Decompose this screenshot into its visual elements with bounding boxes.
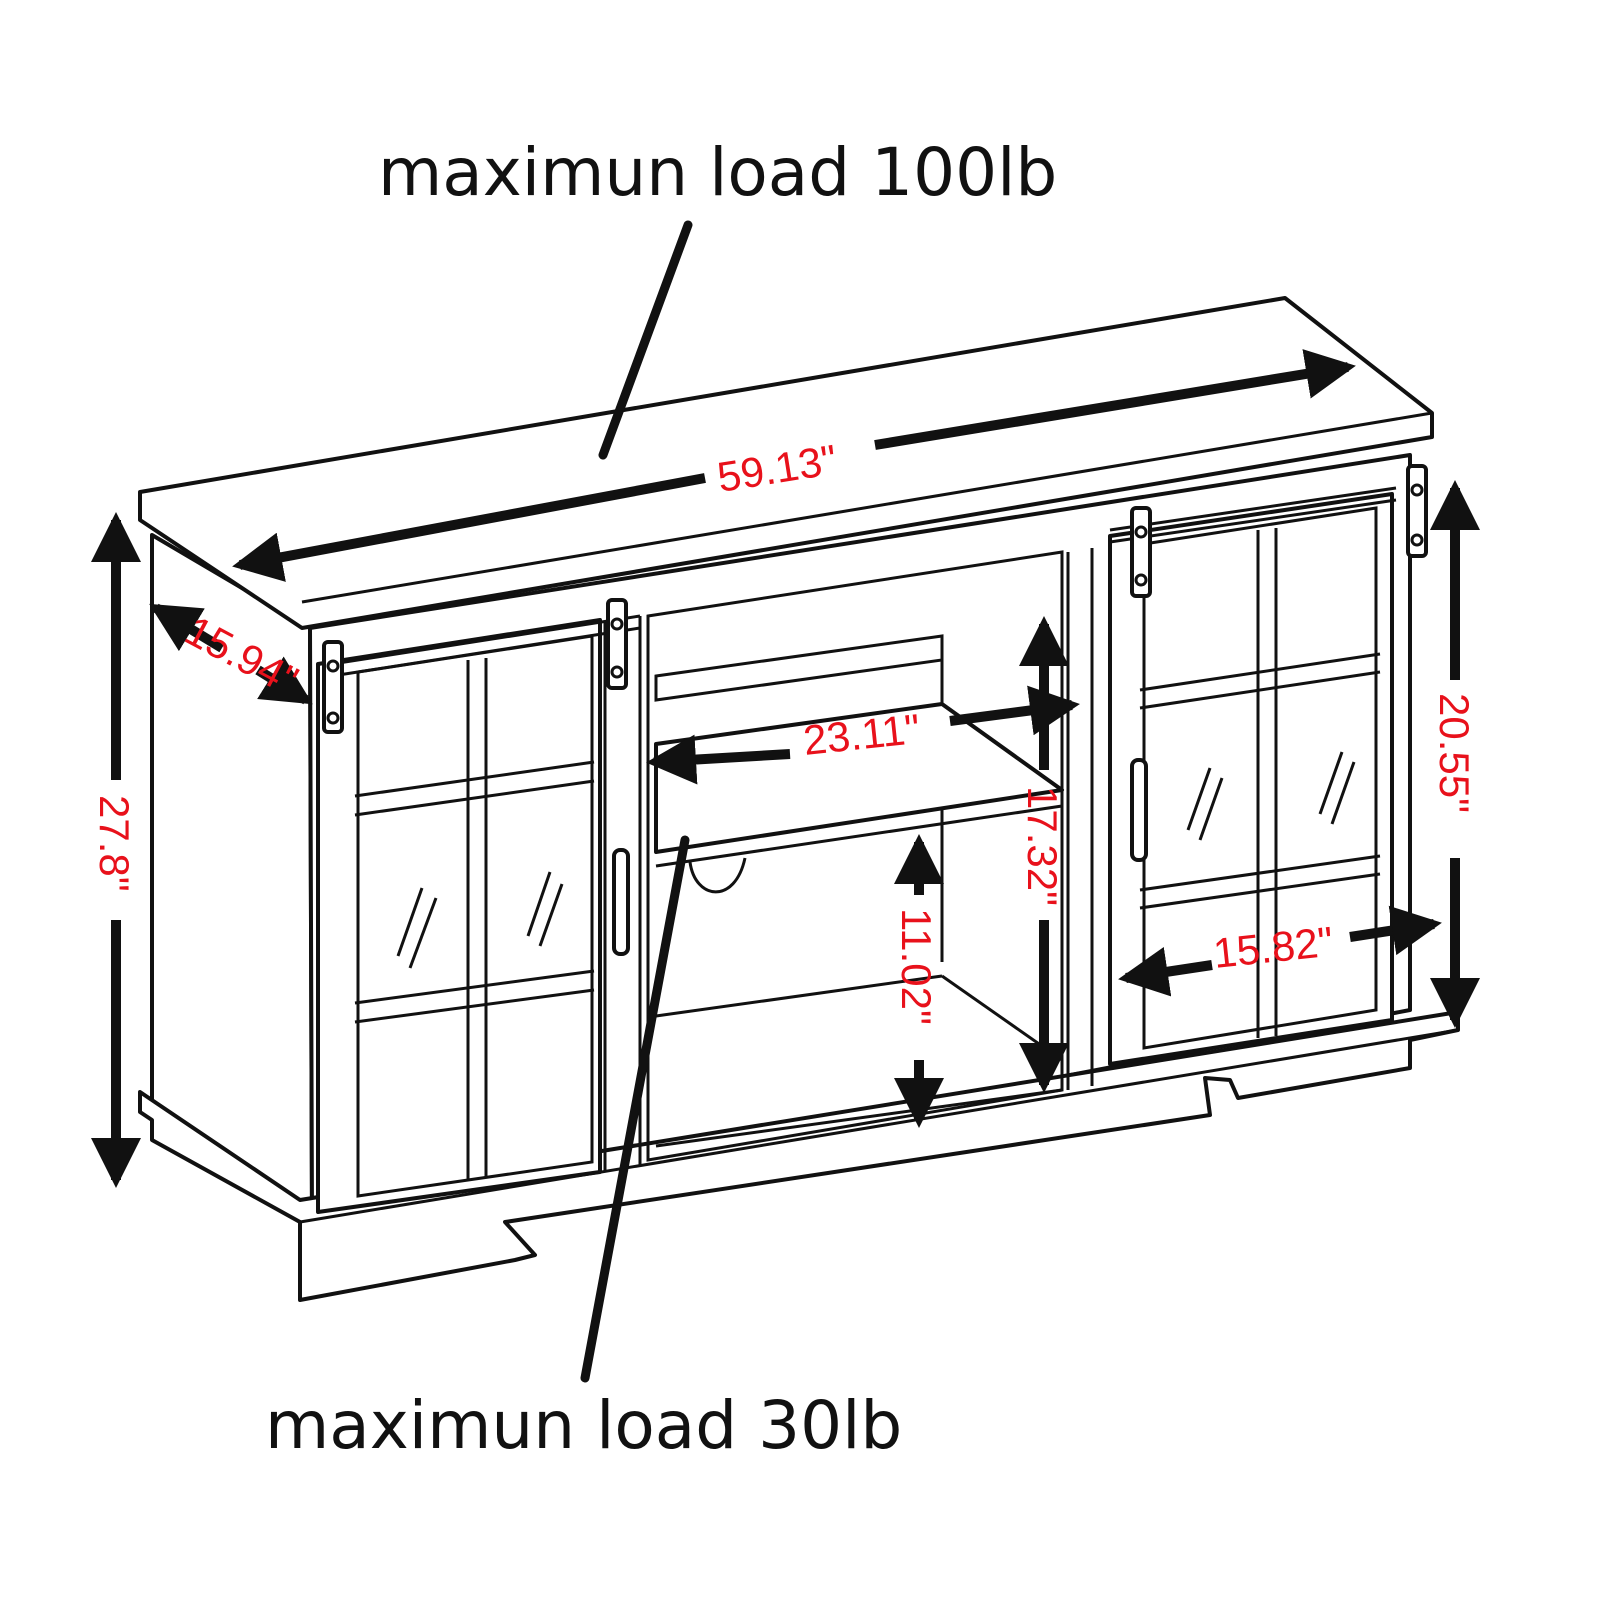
door-width-left-arrow: [1118, 947, 1213, 997]
door-width-right-arrow: [1349, 905, 1442, 956]
left-door-handle: [612, 848, 630, 956]
right-barn-door: [1108, 492, 1394, 1066]
shelf-width-left-arrow: [646, 734, 791, 785]
depth-dimension-arrow-a: [149, 603, 225, 653]
shelf-load-note: maximun load 30lb: [265, 1387, 902, 1464]
top-load-note: maximun load 100lb: [378, 134, 1057, 211]
dimension-lines: [91, 349, 1480, 1189]
depth-dimension-arrow-b: [255, 656, 313, 705]
opening-height-label: 11.02": [893, 908, 940, 1025]
cabinet-height-label: 20.55": [1431, 693, 1478, 813]
shelf-width-right-arrow: [949, 685, 1080, 736]
width-dimension-right-arrow: [874, 349, 1356, 450]
right-door-handle: [1130, 758, 1148, 862]
height-label: 27.8": [91, 795, 138, 892]
barn-door-hardware: [322, 464, 1428, 734]
left-barn-door: [316, 618, 602, 1214]
shelf-depth-label: 17.32": [1019, 786, 1066, 906]
middle-shelf: [654, 702, 1064, 854]
shelf-load-leader: [580, 835, 690, 1383]
top-load-leader: [598, 220, 693, 460]
tv-stand-outline: [138, 296, 1460, 1302]
width-dimension-left-arrow: [232, 473, 706, 582]
